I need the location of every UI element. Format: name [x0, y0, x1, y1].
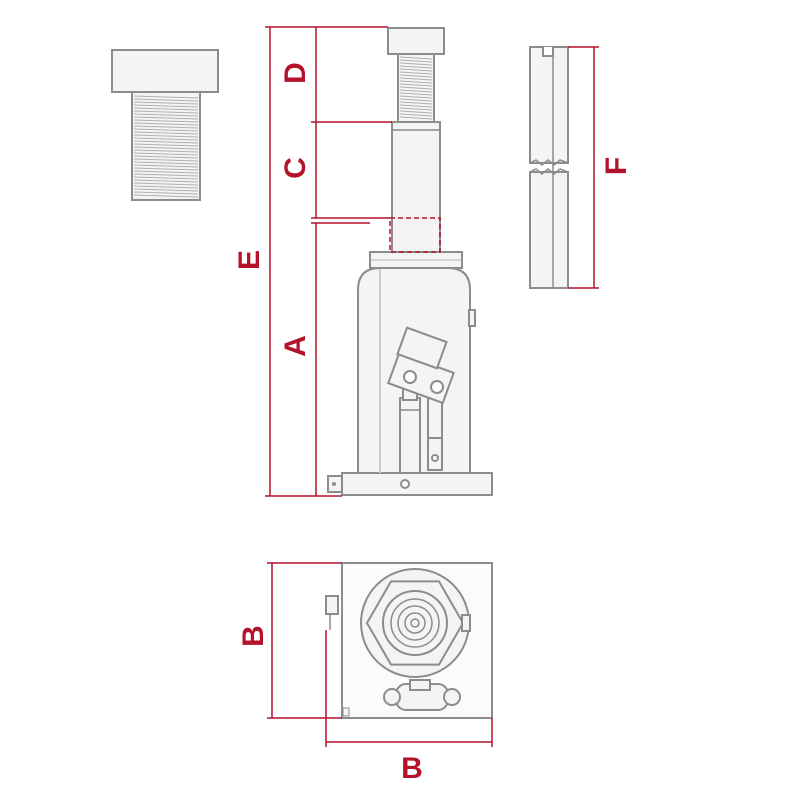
- release-valve-dot: [332, 482, 336, 486]
- thread-line: [399, 101, 433, 105]
- pump-pin-plan-right: [443, 688, 461, 706]
- thread-line: [399, 83, 433, 87]
- thread-line: [133, 149, 199, 153]
- thread-line: [133, 167, 199, 171]
- thread-line: [133, 182, 199, 186]
- pump-boss-plan: [409, 679, 431, 691]
- pump-pivot-left: [403, 370, 417, 384]
- base-bolt-hole: [400, 479, 410, 489]
- thread-line: [133, 155, 199, 159]
- thread-line: [133, 170, 199, 174]
- thread-line: [399, 107, 433, 111]
- thread-line: [133, 128, 199, 132]
- label-c: C: [279, 157, 312, 179]
- handle-break-line-top: [529, 159, 569, 166]
- oil-plug-plan: [461, 614, 471, 632]
- thread-line: [133, 119, 199, 123]
- thread-line: [133, 134, 199, 138]
- thread-line: [399, 98, 433, 102]
- thread-line: [133, 122, 199, 126]
- thread-line: [399, 92, 433, 96]
- thread-line: [133, 185, 199, 189]
- extension-screw-detail: [111, 49, 219, 201]
- dimension-lines: [265, 26, 599, 747]
- label-f: F: [600, 157, 633, 175]
- ram-screw-thread-lines: [399, 56, 433, 120]
- thread-line: [133, 161, 199, 165]
- ram-ring-3: [404, 612, 426, 634]
- thread-line: [133, 125, 199, 129]
- thread-line: [133, 98, 199, 102]
- label-a: A: [279, 335, 312, 357]
- thread-line: [399, 110, 433, 114]
- thread-line: [133, 194, 199, 198]
- label-b-bottom: B: [401, 752, 423, 785]
- thread-line: [133, 188, 199, 192]
- thread-line: [133, 152, 199, 156]
- label-d: D: [279, 62, 312, 84]
- thread-line: [133, 104, 199, 108]
- thread-line: [399, 116, 433, 120]
- thread-line: [399, 77, 433, 81]
- thread-line: [399, 62, 433, 66]
- thread-line: [399, 113, 433, 117]
- saddle-cap: [387, 27, 445, 55]
- handle-break-line-bottom: [529, 168, 569, 175]
- thread-line: [399, 56, 433, 60]
- plan-corner-mark: [342, 707, 350, 717]
- thread-line: [133, 113, 199, 117]
- thread-line: [133, 191, 199, 195]
- thread-line: [133, 116, 199, 120]
- pump-lever-head: [396, 326, 448, 370]
- thread-line: [133, 143, 199, 147]
- dimension-labels: D C A E F B B: [233, 62, 633, 785]
- label-e: E: [233, 250, 266, 270]
- ram-ring-2: [397, 605, 433, 641]
- jack-top-view: [325, 562, 493, 719]
- thread-line: [133, 140, 199, 144]
- ram-ring-4: [410, 618, 420, 628]
- jack-side-view: [327, 27, 493, 496]
- thread-line: [399, 104, 433, 108]
- handle-lower-tube: [529, 171, 569, 289]
- extension-screw-thread-lines: [133, 95, 199, 198]
- pump-link-pin: [431, 454, 439, 462]
- thread-line: [133, 101, 199, 105]
- thread-line: [133, 146, 199, 150]
- thread-line: [133, 95, 199, 99]
- thread-line: [399, 74, 433, 78]
- thread-line: [399, 86, 433, 90]
- thread-line: [133, 110, 199, 114]
- thread-line: [399, 68, 433, 72]
- label-b-side: B: [237, 625, 270, 647]
- thread-line: [133, 107, 199, 111]
- pump-pin-plan-left: [383, 688, 401, 706]
- ram-ring-1: [390, 598, 440, 648]
- handle-slot: [542, 47, 554, 57]
- thread-line: [399, 65, 433, 69]
- handle-upper-tube: [529, 46, 569, 164]
- extension-screw-cap: [111, 49, 219, 93]
- main-ram: [391, 121, 441, 253]
- thread-line: [399, 59, 433, 63]
- ram-hidden-extent: [389, 217, 441, 253]
- thread-line: [133, 164, 199, 168]
- pump-pivot-right: [430, 380, 444, 394]
- thread-line: [399, 89, 433, 93]
- jack-base-plate: [341, 472, 493, 496]
- thread-line: [133, 158, 199, 162]
- thread-line: [399, 71, 433, 75]
- thread-line: [133, 137, 199, 141]
- thread-line: [399, 80, 433, 84]
- thread-line: [133, 131, 199, 135]
- thread-line: [133, 176, 199, 180]
- jack-handle: [529, 46, 569, 289]
- ram-circle-plan: [382, 590, 448, 656]
- thread-line: [133, 179, 199, 183]
- thread-line: [399, 95, 433, 99]
- release-valve-plan: [325, 595, 339, 615]
- thread-line: [133, 173, 199, 177]
- oil-filler-plug: [468, 309, 476, 327]
